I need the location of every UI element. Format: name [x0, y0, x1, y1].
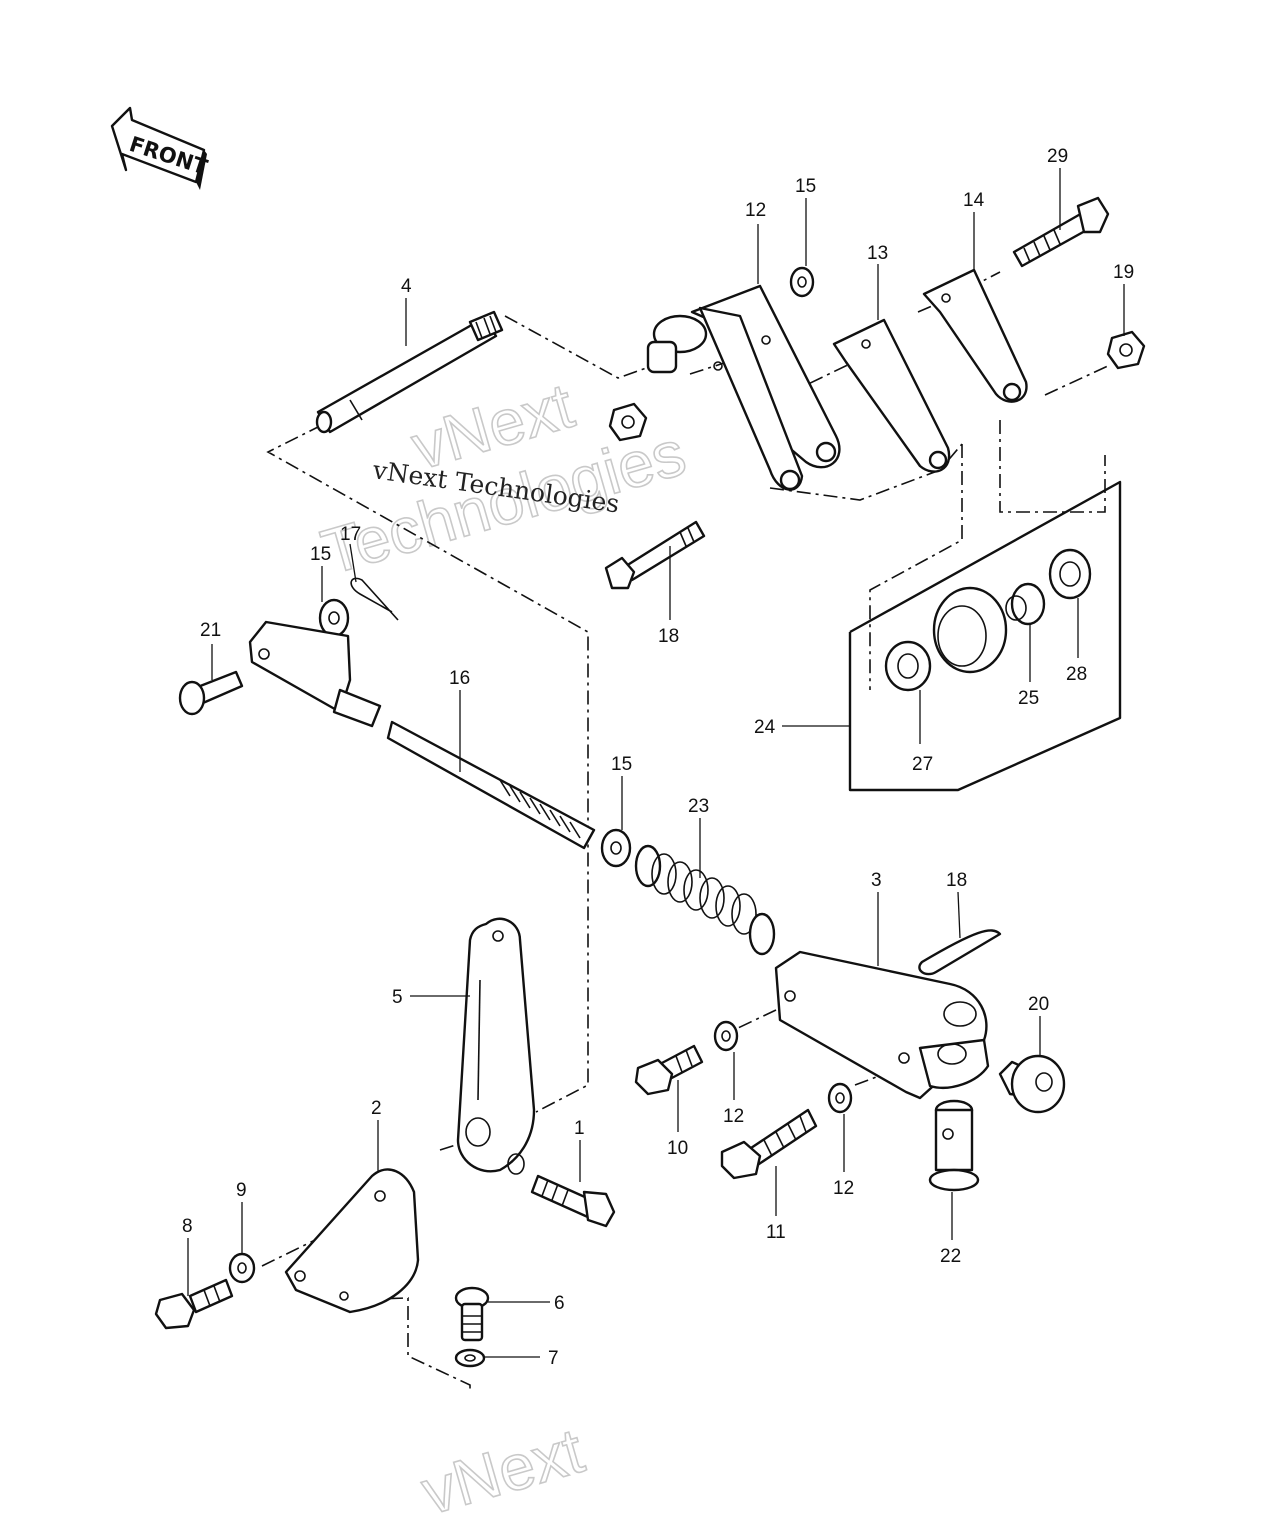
knob-part-22 — [998, 1054, 1066, 1114]
watermark: vNext Technologies vNext Technologies vN… — [313, 368, 694, 1529]
callout-15-upper: 15 — [795, 176, 816, 197]
callout-28-right: 28 — [1066, 664, 1087, 685]
arm-part-5 — [456, 917, 536, 1175]
bearing-assembly-26 — [848, 480, 1122, 792]
plate-part-14-right — [922, 268, 1028, 403]
clip-part-19 — [350, 577, 399, 621]
callout-19: 17 — [340, 524, 361, 545]
bolt-part-8 — [154, 1278, 234, 1330]
plate-part-14-middle — [832, 318, 951, 473]
callout-15-lower: 15 — [611, 754, 632, 775]
washer-part-15-lower — [600, 828, 632, 868]
washer-part-12-upper — [713, 1020, 739, 1052]
watermark-footer: vNext — [414, 1414, 591, 1528]
pin-part-24 — [928, 1099, 980, 1192]
callout-14-right: 14 — [963, 190, 985, 211]
lever-part-13 — [646, 284, 841, 491]
callout-27: 25 — [1018, 688, 1039, 709]
callout-1: 1 — [574, 1118, 585, 1139]
callout-6: 6 — [554, 1293, 565, 1314]
washer-part-16 — [318, 598, 350, 638]
callout-12-upper: 12 — [723, 1106, 744, 1127]
collar-large — [932, 586, 1008, 674]
callout-9: 9 — [236, 1180, 247, 1201]
callout-24: 22 — [940, 1246, 961, 1267]
washer-part-9 — [228, 1252, 256, 1284]
callout-4: 4 — [401, 276, 412, 297]
bearing-part-28-right — [1048, 548, 1092, 600]
callout-23: 21 — [200, 620, 221, 641]
bolt-part-11 — [720, 1108, 818, 1180]
callout-28-left: 27 — [912, 754, 933, 775]
callout-3: 3 — [871, 870, 882, 891]
callout-21: 19 — [1113, 262, 1134, 283]
callout-22: 20 — [1028, 994, 1049, 1015]
bolt-part-1 — [530, 1174, 616, 1228]
bolt-part-6 — [454, 1286, 490, 1342]
bearing-part-28-left — [884, 640, 932, 692]
callout-12-lower: 12 — [833, 1178, 854, 1199]
rod-part-17 — [248, 620, 596, 850]
spacer-part-27 — [1005, 582, 1046, 626]
bolt-part-20 — [604, 520, 706, 590]
callout-16: 15 — [310, 544, 331, 565]
callout-13: 12 — [745, 200, 766, 221]
nut-lever — [608, 402, 648, 442]
callout-29: 29 — [1047, 146, 1068, 167]
callout-11: 11 — [766, 1222, 786, 1243]
callout-labels: 4 12 15 13 14 29 19 18 17 15 21 16 15 23… — [182, 146, 1134, 1369]
callout-25: 23 — [688, 796, 709, 817]
callout-10: 10 — [667, 1138, 688, 1159]
bolt-part-10 — [634, 1044, 704, 1096]
nut-part-21 — [1106, 330, 1146, 370]
callout-26: 24 — [754, 717, 776, 738]
callout-2: 2 — [371, 1098, 382, 1119]
callout-5: 5 — [392, 987, 403, 1008]
bolt-part-29 — [1012, 196, 1110, 268]
bracket-part-3 — [774, 950, 990, 1100]
callout-7: 7 — [548, 1348, 559, 1369]
washer-part-12-lower — [827, 1082, 853, 1114]
front-arrow-icon: FRONT — [110, 106, 211, 190]
callout-20: 18 — [658, 626, 679, 647]
callout-14-middle: 13 — [867, 243, 888, 264]
cotter-pin-part-18 — [918, 929, 1002, 976]
leader-lines — [187, 168, 1125, 1358]
washer-part-7 — [454, 1348, 486, 1368]
pin-part-23 — [178, 670, 244, 716]
callout-18: 18 — [946, 870, 967, 891]
plate-part-2 — [284, 1168, 420, 1314]
washer-part-15-upper — [789, 266, 815, 298]
callout-8: 8 — [182, 1216, 193, 1237]
shaft-part-4 — [315, 310, 504, 434]
spring-part-25 — [634, 844, 776, 956]
callout-17: 16 — [449, 668, 470, 689]
